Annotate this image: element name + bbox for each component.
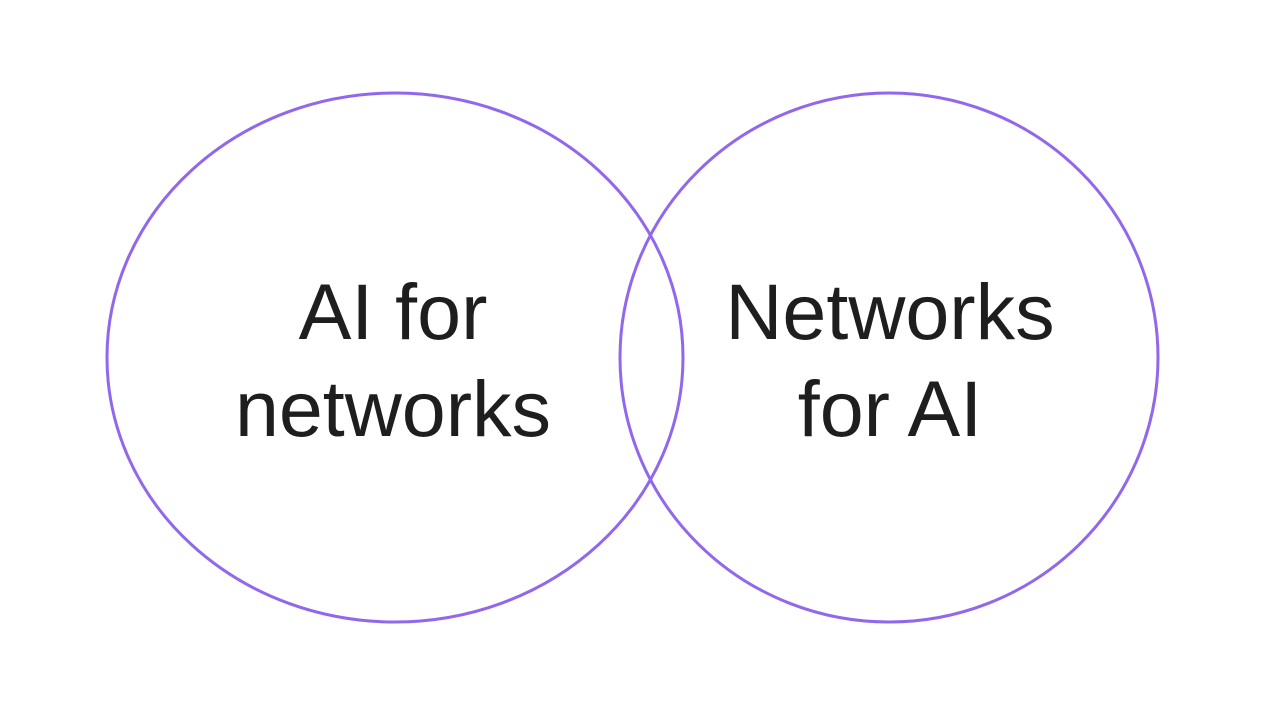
right-circle-label: Networks for AI: [725, 263, 1054, 457]
right-circle-outline: [618, 91, 1160, 624]
left-circle-label-line1: AI for: [298, 267, 488, 356]
left-circle-label-line2: networks: [234, 364, 552, 453]
right-circle-label-line2: for AI: [797, 364, 983, 453]
left-circle-label: AI for networks: [235, 263, 551, 457]
left-circle-outline: [105, 91, 685, 624]
right-circle-label-line1: Networks: [725, 267, 1055, 356]
